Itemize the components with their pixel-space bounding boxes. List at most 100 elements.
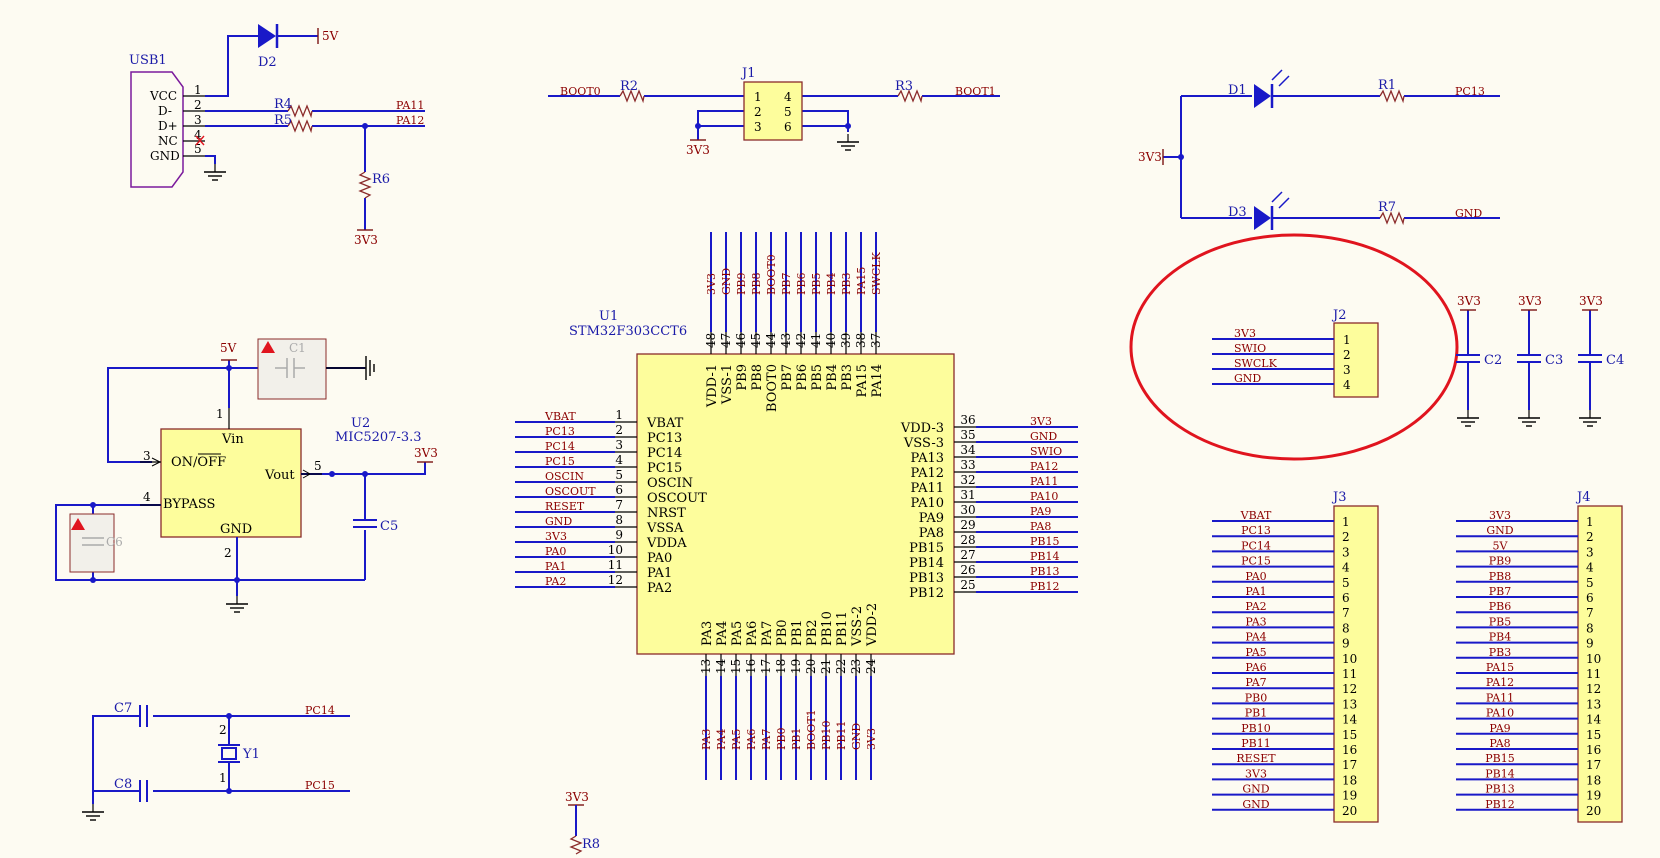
j3-ref: J3 xyxy=(1331,490,1346,505)
d2-ref: D2 xyxy=(258,55,277,70)
mcu-pin-num: 19 xyxy=(789,659,803,674)
header-pin-num: 5 xyxy=(1342,576,1350,590)
led-net-pc13: PC13 xyxy=(1455,85,1485,98)
mcu-pin-name: PA9 xyxy=(919,511,944,526)
header-pin-num: 13 xyxy=(1342,697,1357,711)
mcu-pin-num: 38 xyxy=(854,333,868,348)
mcu-pin-name: PA3 xyxy=(700,621,715,646)
boot0-net: BOOT0 xyxy=(560,85,601,98)
c7-ref: C7 xyxy=(114,701,132,716)
j2-ref: J2 xyxy=(1331,308,1346,323)
header-pin-num: 10 xyxy=(1342,652,1357,666)
mcu-pin-num: 15 xyxy=(729,659,743,674)
mcu-net-label: BOOT1 xyxy=(805,709,818,750)
mcu-pin-num: 28 xyxy=(960,533,975,547)
ldo-gnd: GND xyxy=(220,522,252,537)
mcu-pin-num: 47 xyxy=(719,333,733,348)
mcu-net-label: PB10 xyxy=(820,721,833,750)
header-pin-num: 2 xyxy=(1586,530,1594,544)
usb-ref: USB1 xyxy=(129,53,167,68)
j4-ref: J4 xyxy=(1575,490,1590,505)
mcu-pin-num: 37 xyxy=(869,333,883,348)
mcu-pin-num: 35 xyxy=(960,428,975,442)
header-pin-num: 3 xyxy=(1342,545,1350,559)
header-net-label: PB5 xyxy=(1489,615,1511,628)
mcu-pin-num: 36 xyxy=(960,413,975,427)
mcu-pin-name: PB5 xyxy=(810,364,825,391)
swd-header-j2: J2 3V3 SWIO SWCLK GND 1 2 3 4 xyxy=(1212,308,1379,398)
header-pin-num: 18 xyxy=(1586,773,1601,787)
mcu-pin-name: PA15 xyxy=(855,364,870,397)
led-net-gnd: GND xyxy=(1455,207,1482,220)
led-d3: D3 xyxy=(1228,191,1290,230)
header-pin-num: 4 xyxy=(1586,561,1594,575)
mcu-pin-name: VSS-3 xyxy=(903,436,944,451)
mcu-net-label: PA15 xyxy=(855,267,868,295)
decoupling-caps: 3V3 3V3 3V3 C2 C3 C4 xyxy=(1456,294,1624,427)
mcu-pin-name: PA14 xyxy=(870,364,885,397)
header-net-label: 5V xyxy=(1493,539,1509,552)
mcu-pin-num: 41 xyxy=(809,333,823,348)
mcu-pin-num: 8 xyxy=(615,513,623,527)
mcu-net-label: PC14 xyxy=(545,440,575,453)
mcu-pin-name: PB15 xyxy=(909,541,944,556)
mcu-net-label: OSCIN xyxy=(545,470,584,483)
header-pin-num: 1 xyxy=(1586,515,1594,529)
ldo-regulator: Vin ON/OFF BYPASS Vout GND U2 MIC5207-3.… xyxy=(143,407,422,560)
mcu-pin-num: 25 xyxy=(960,578,975,592)
r6-net-label: 3V3 xyxy=(354,233,378,247)
r3-ref: R3 xyxy=(895,79,913,94)
mcu-pin-name: PB9 xyxy=(735,364,750,391)
d2-net-label: 5V xyxy=(322,29,339,43)
mcu-net-label: PB14 xyxy=(1030,550,1059,563)
header-pin-num: 17 xyxy=(1342,758,1357,772)
mcu-pin-name: OSCIN xyxy=(647,476,693,491)
mcu-net-label: PA8 xyxy=(1030,520,1051,533)
mcu-pin-num: 16 xyxy=(744,659,758,674)
mcu-net-label: PB12 xyxy=(1030,580,1059,593)
mcu-net-label: PB13 xyxy=(1030,565,1059,578)
ldo-vout: Vout xyxy=(264,468,295,483)
mcu-net-label: 3V3 xyxy=(1030,415,1052,428)
mcu-pin-name: PB12 xyxy=(909,586,944,601)
mcu-pin-name: VSS-2 xyxy=(850,606,865,647)
header-net-label: PA0 xyxy=(1245,570,1266,583)
c1-ref: C1 xyxy=(289,341,306,355)
header-pin-num: 17 xyxy=(1586,758,1601,772)
mcu-net-label: PA12 xyxy=(1030,460,1058,473)
jumper-j1: J1 1 2 3 4 5 6 xyxy=(740,66,803,141)
y1-pin1: 1 xyxy=(219,771,227,785)
mcu-pin-num: 17 xyxy=(759,659,773,674)
header-pin-num: 11 xyxy=(1342,667,1357,681)
c3-ref: C3 xyxy=(1545,353,1563,368)
mcu-pin-num: 22 xyxy=(834,659,848,674)
j1-pin6: 6 xyxy=(784,120,792,134)
usb-pin-dp: D+ xyxy=(158,119,178,133)
c5-ref: C5 xyxy=(380,519,398,534)
header-net-label: PB8 xyxy=(1489,570,1511,583)
j1-pin4: 4 xyxy=(784,90,792,104)
mcu-pin-name: VSS-1 xyxy=(720,364,735,405)
mcu-pin-name: PA4 xyxy=(715,621,730,646)
mcu-pin-num: 30 xyxy=(960,503,975,517)
mcu-net-label: 3V3 xyxy=(545,530,567,543)
mcu-pin-num: 14 xyxy=(714,658,728,674)
u2-part: MIC5207-3.3 xyxy=(335,430,422,445)
header-net-label: PA11 xyxy=(1486,691,1514,704)
mcu-pin-name: VDD-3 xyxy=(900,421,944,436)
header-pin-num: 14 xyxy=(1586,713,1602,727)
mcu-pin-num: 34 xyxy=(960,443,976,457)
j1-pin5: 5 xyxy=(784,105,792,119)
header-net-label: PA3 xyxy=(1245,615,1266,628)
mcu-net-label: PA6 xyxy=(745,729,758,750)
usb-num-3: 3 xyxy=(194,113,202,127)
j2-net-2: SWIO xyxy=(1234,342,1266,355)
ldo-vin: Vin xyxy=(221,432,244,447)
mcu-net-label: PA0 xyxy=(545,545,566,558)
j2-pin-3: 3 xyxy=(1343,363,1351,377)
mcu-pin-num: 40 xyxy=(824,333,838,348)
header-net-label: VBAT xyxy=(1240,509,1272,522)
mcu-net-label: PB1 xyxy=(790,728,803,750)
mcu-pin-name: NRST xyxy=(647,506,686,521)
y1-pin2: 2 xyxy=(219,723,227,737)
